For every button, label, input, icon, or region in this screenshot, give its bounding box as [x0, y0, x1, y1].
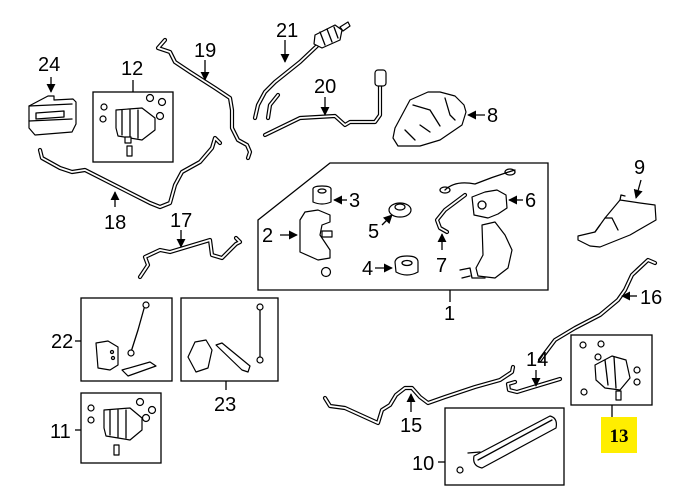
part-11-valve-block-kit[interactable]: 11: [50, 392, 162, 464]
part-12-valve-block-kit[interactable]: 12: [92, 58, 174, 163]
callout-3: 3: [349, 190, 360, 212]
part-2-bracket[interactable]: 2: [262, 209, 333, 261]
callout-20: 20: [314, 76, 336, 98]
part-3-isolator[interactable]: 3: [312, 185, 360, 278]
callout-1: 1: [444, 303, 455, 325]
part-17-air-line[interactable]: 17: [137, 210, 243, 280]
callout-16: 16: [640, 287, 662, 309]
part-10-dryer[interactable]: 10: [412, 407, 565, 486]
callout-6: 6: [525, 190, 536, 212]
part-24-control-module[interactable]: 24: [28, 54, 77, 136]
part-18-air-line[interactable]: 18: [37, 135, 223, 234]
part-6-compressor-motor[interactable]: 6: [459, 189, 536, 279]
callout-7: 7: [436, 255, 447, 277]
part-15-air-line[interactable]: 15: [322, 364, 516, 437]
part-5-grommet[interactable]: 5: [368, 202, 412, 243]
callout-2: 2: [262, 225, 273, 247]
callout-24: 24: [38, 54, 60, 76]
callout-21: 21: [276, 20, 298, 42]
callout-5: 5: [368, 221, 379, 243]
highlight-badge-13[interactable]: [601, 417, 637, 453]
callout-19: 19: [194, 40, 216, 62]
part-16-air-line[interactable]: 16: [537, 257, 662, 363]
callout-15: 15: [400, 415, 422, 437]
callout-14: 14: [526, 349, 548, 371]
part-21-filter-tube[interactable]: 21: [252, 20, 351, 121]
callout-13: 13: [610, 426, 629, 447]
part-7-hose[interactable]: 7: [434, 168, 516, 277]
callout-22: 22: [51, 331, 73, 353]
part-19-air-line[interactable]: 19: [155, 37, 253, 161]
callout-23: 23: [214, 394, 236, 416]
part-4-isolator[interactable]: 4: [362, 255, 419, 280]
part-9-shield[interactable]: 9: [577, 157, 657, 248]
callout-9: 9: [634, 157, 645, 179]
callout-10: 10: [412, 453, 434, 475]
callout-12: 12: [121, 58, 143, 80]
callout-11: 11: [50, 421, 71, 443]
callout-17: 17: [170, 210, 192, 232]
callout-18: 18: [104, 212, 126, 234]
callout-4: 4: [362, 258, 373, 280]
part-13-valve-block-kit[interactable]: 13: [570, 334, 653, 453]
part-14-air-line[interactable]: 14: [505, 349, 563, 395]
callout-8: 8: [487, 105, 498, 127]
part-8-compressor-housing[interactable]: 8: [392, 91, 498, 147]
part-23-height-sensor-kit[interactable]: 23: [180, 297, 279, 416]
part-22-height-sensor-kit[interactable]: 22: [51, 297, 173, 382]
part-20-vent-line[interactable]: 20: [262, 69, 387, 138]
